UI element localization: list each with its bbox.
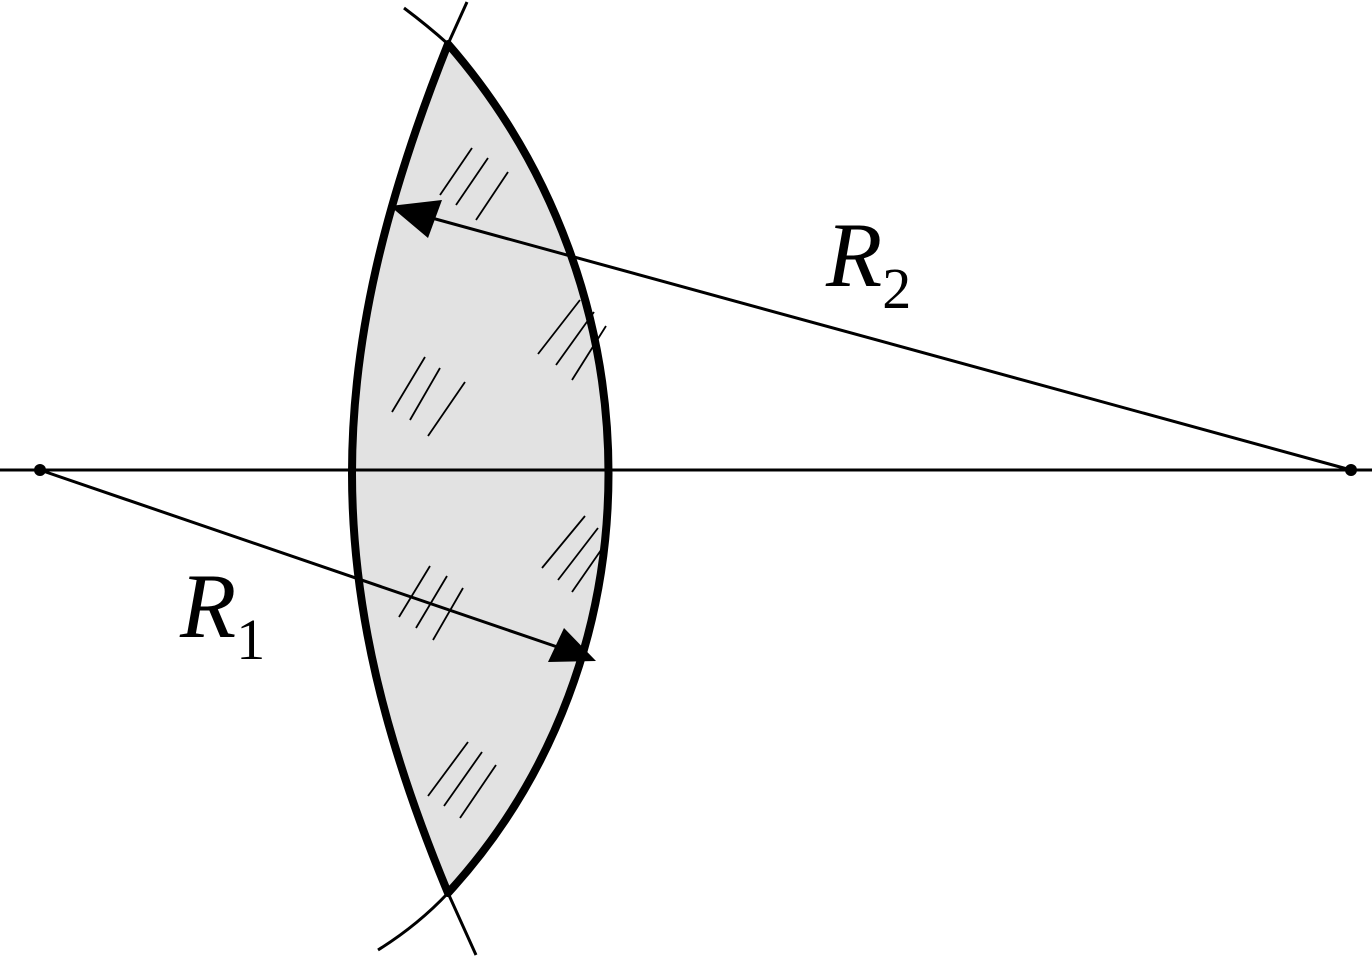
- r2-label-subscript: 2: [882, 256, 911, 321]
- center-of-curvature-left: [34, 464, 46, 476]
- left-surface-extension-top: [446, 1, 469, 45]
- r2-arrowhead: [390, 200, 442, 238]
- right-surface-extension-top: [403, 6, 450, 46]
- r2-label: R2: [825, 204, 911, 321]
- r2-radius-line: [409, 210, 1352, 472]
- r1-label-letter: R: [179, 555, 236, 657]
- left-surface-extension-bottom: [446, 892, 478, 956]
- r1-arrowhead: [548, 628, 596, 662]
- center-of-curvature-right: [1345, 464, 1357, 476]
- glass-hatching: [391, 147, 609, 819]
- r2-label-letter: R: [825, 204, 882, 306]
- r1-label-subscript: 1: [236, 607, 265, 672]
- r1-radius-line: [39, 468, 573, 654]
- right-surface-extension-bottom: [377, 891, 450, 952]
- r1-label: R1: [179, 555, 265, 672]
